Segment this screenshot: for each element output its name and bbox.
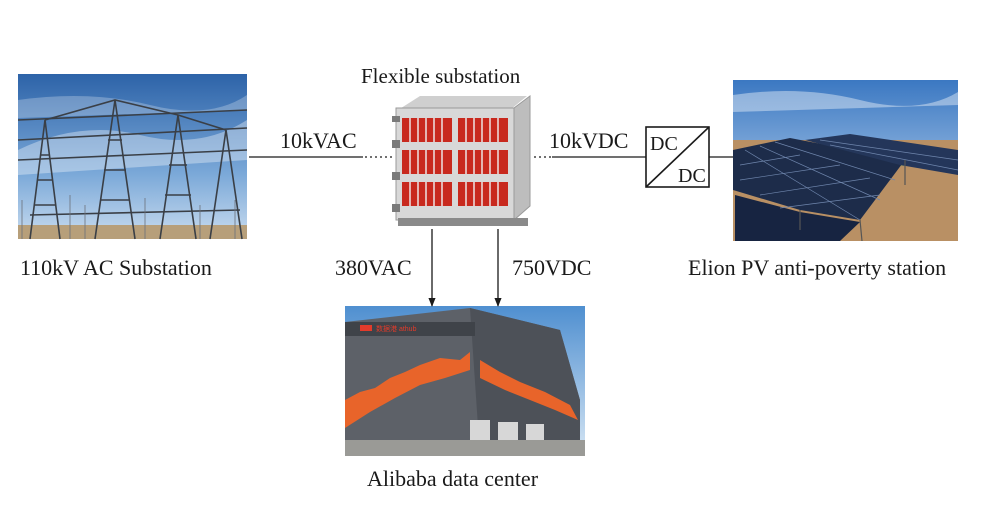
pv-station-image [733, 80, 959, 242]
solar-panels [733, 134, 958, 241]
data-center-label: Alibaba data center [367, 466, 539, 491]
pv-station-label: Elion PV anti-poverty station [688, 255, 947, 280]
dc-dc-converter: DC DC [645, 126, 710, 188]
link-label-10kvdc: 10kVDC [549, 128, 629, 153]
link-label-380vac: 380VAC [335, 255, 412, 280]
converter-bottom-label: DC [678, 165, 706, 187]
ac-substation-image [17, 74, 248, 240]
data-center-image: 数据港 athub [345, 306, 585, 456]
data-center-sign: 数据港 athub [376, 324, 417, 333]
converter-top-label: DC [650, 133, 678, 155]
flexible-substation-image [392, 95, 531, 226]
flexible-substation-label: Flexible substation [361, 64, 521, 88]
ac-substation-label: 110kV AC Substation [20, 255, 212, 280]
connections [249, 156, 733, 307]
link-label-750vdc: 750VDC [512, 255, 592, 280]
link-label-10kvac: 10kVAC [280, 128, 357, 153]
